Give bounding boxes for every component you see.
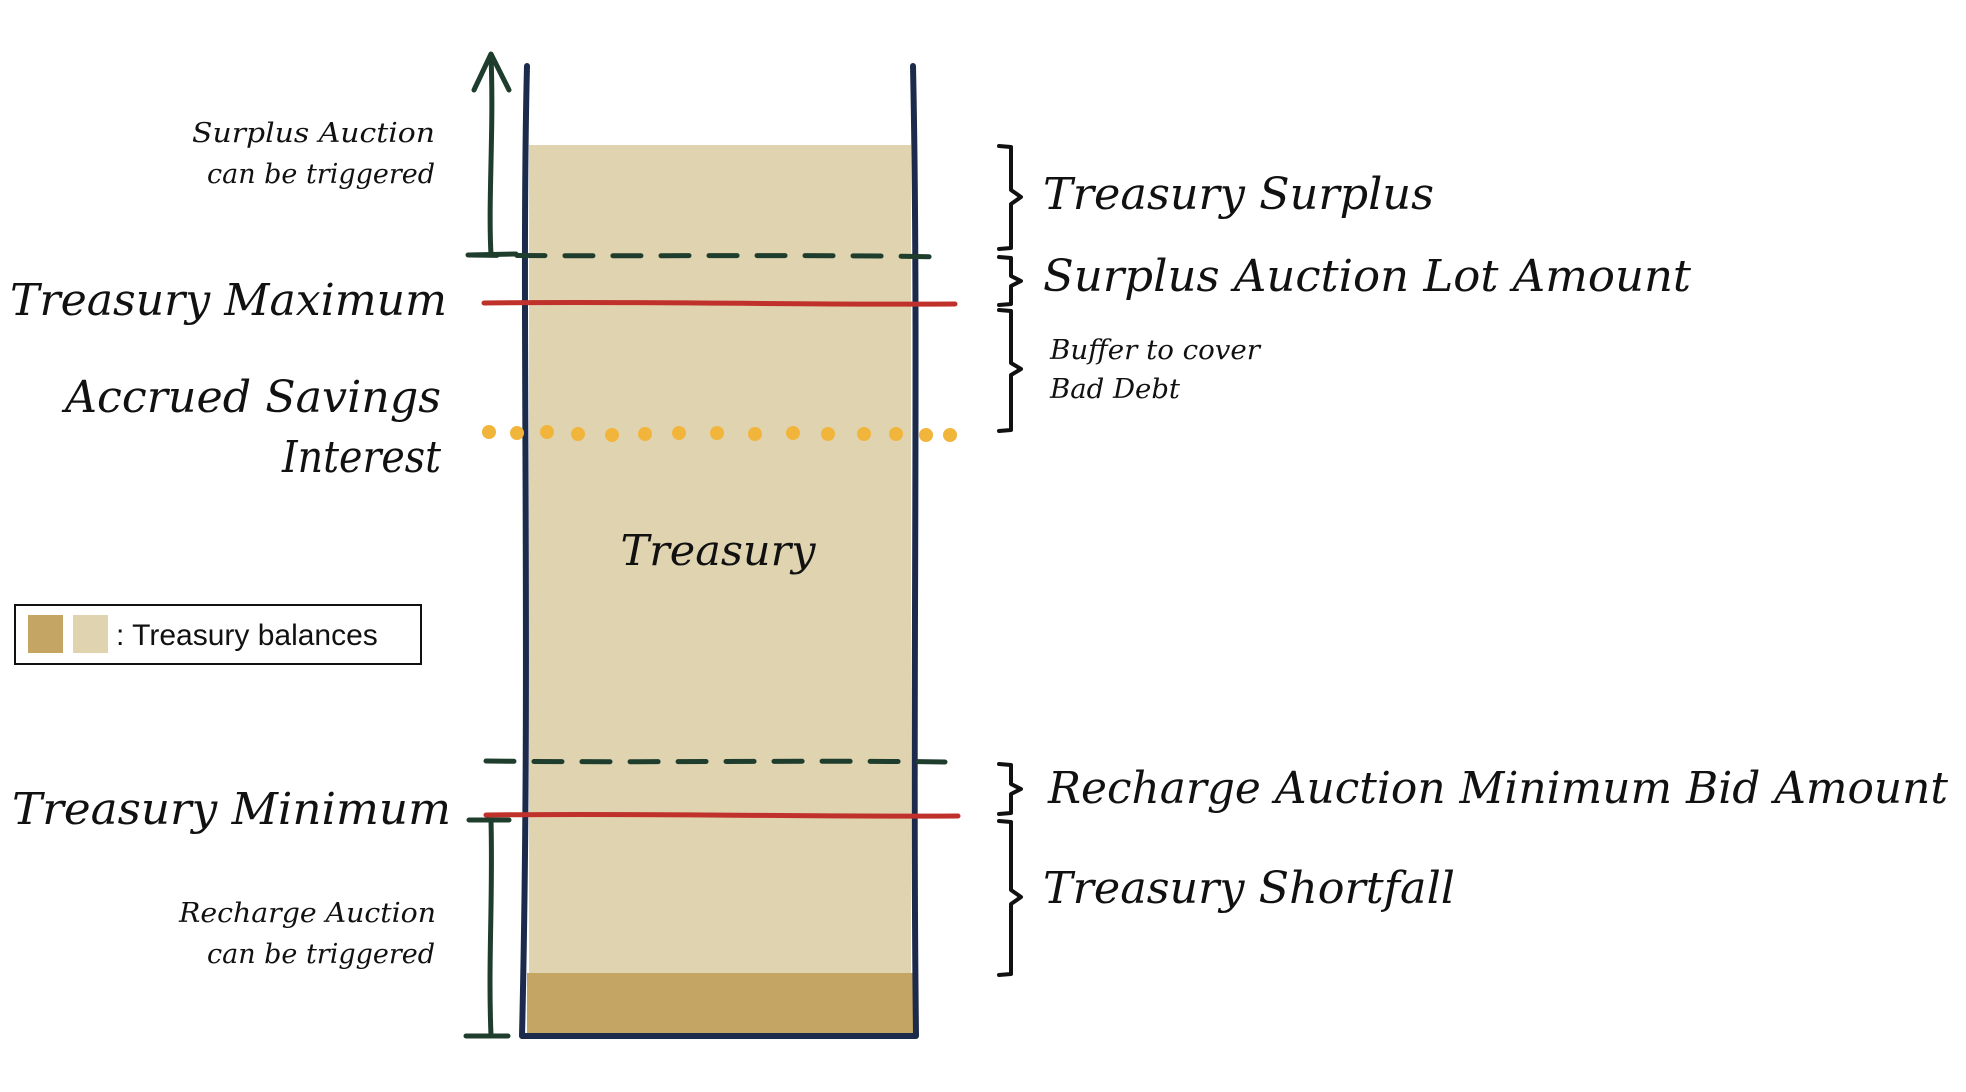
buffer-bad-debt-label-line1: Buffer to cover bbox=[1049, 335, 1262, 366]
treasury-surplus-brace bbox=[997, 144, 1023, 251]
recharge-auction-trigger-line bbox=[483, 758, 948, 765]
legend-swatch-light bbox=[73, 615, 108, 653]
recharge-min-bid-label: Recharge Auction Minimum Bid Amount bbox=[1047, 763, 1948, 814]
treasury-container-walls bbox=[519, 63, 919, 1039]
legend: : Treasury balances bbox=[14, 604, 422, 665]
arrow-shaft bbox=[487, 53, 495, 258]
savings-interest-dot bbox=[482, 425, 496, 439]
savings-interest-dot bbox=[605, 428, 619, 442]
accrued-savings-interest-label-line1: Accrued Savings bbox=[61, 372, 441, 423]
buffer-bad-debt-brace bbox=[997, 308, 1023, 433]
accrued-savings-interest-line bbox=[482, 425, 957, 442]
treasury-shortfall-brace bbox=[997, 819, 1023, 977]
surplus-auction-lot-amount-label: Surplus Auction Lot Amount bbox=[1043, 251, 1691, 302]
treasury-balance-dark-fill bbox=[527, 973, 913, 1034]
legend-label: : Treasury balances bbox=[116, 619, 378, 652]
treasury-minimum-label: Treasury Minimum bbox=[12, 784, 451, 835]
surplus-auction-trigger-line bbox=[466, 252, 948, 260]
buffer-bad-debt-label-line2: Bad Debt bbox=[1049, 374, 1180, 405]
savings-interest-dot bbox=[857, 427, 871, 441]
surplus-auction-lot-amount-brace bbox=[997, 255, 1023, 307]
surplus-auction-trigger-label-line1: Surplus Auction bbox=[192, 118, 435, 149]
treasury-container-label: Treasury bbox=[621, 526, 817, 575]
savings-interest-dot bbox=[510, 426, 524, 440]
savings-interest-dot bbox=[943, 428, 957, 442]
arrow-up-icon bbox=[471, 51, 512, 93]
bracket-shaft bbox=[487, 817, 494, 1039]
savings-interest-dot bbox=[710, 426, 724, 440]
treasury-minimum-line bbox=[483, 811, 961, 819]
savings-interest-dot bbox=[540, 425, 554, 439]
savings-interest-dot bbox=[638, 427, 652, 441]
recharge-auction-range-bracket bbox=[463, 817, 512, 1039]
savings-interest-dot bbox=[571, 427, 585, 441]
treasury-maximum-line bbox=[481, 299, 958, 307]
savings-interest-dot bbox=[821, 427, 835, 441]
savings-interest-dot bbox=[748, 427, 762, 441]
savings-interest-dot bbox=[786, 426, 800, 440]
treasury-maximum-label: Treasury Maximum bbox=[10, 275, 447, 326]
recharge-min-bid-brace bbox=[997, 762, 1023, 816]
recharge-auction-trigger-label-line1: Recharge Auction bbox=[178, 898, 436, 929]
savings-interest-dot bbox=[889, 427, 903, 441]
recharge-auction-trigger-label-line2: can be triggered bbox=[207, 939, 435, 970]
surplus-auction-trigger-label-line2: can be triggered bbox=[207, 159, 435, 190]
arrow-base-tick bbox=[465, 251, 519, 258]
treasury-shortfall-label: Treasury Shortfall bbox=[1043, 863, 1455, 914]
surplus-auction-range-arrow bbox=[465, 51, 519, 258]
legend-swatch-dark bbox=[28, 615, 63, 653]
savings-interest-dot bbox=[672, 426, 686, 440]
accrued-savings-interest-label-line2: Interest bbox=[281, 432, 441, 483]
treasury-surplus-label: Treasury Surplus bbox=[1043, 169, 1434, 220]
savings-interest-dot bbox=[919, 428, 933, 442]
treasury-balance-light-fill bbox=[529, 145, 911, 974]
